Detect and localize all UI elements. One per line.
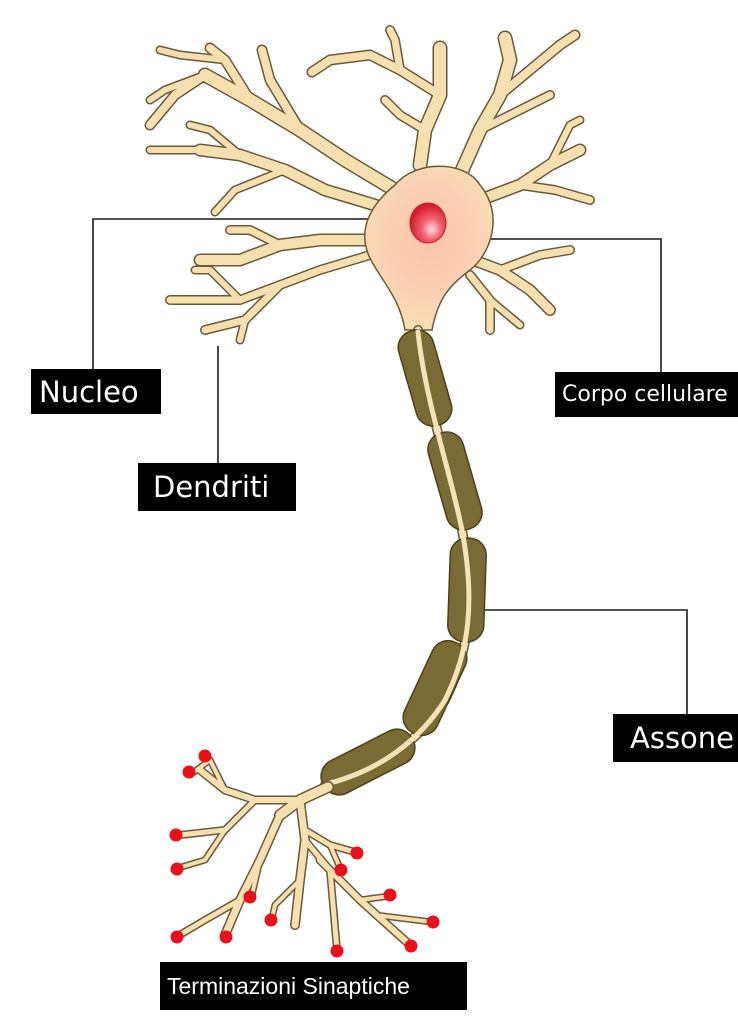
terminal-bulb xyxy=(219,930,233,944)
synaptic-bulbs xyxy=(169,749,440,958)
label-terminazioni-sinaptiche: Terminazioni Sinaptiche xyxy=(160,962,467,1010)
terminal-bulb xyxy=(426,915,440,929)
label-nucleo: Nucleo xyxy=(31,369,161,414)
label-assone: Assone xyxy=(613,714,738,762)
terminal-bulb xyxy=(170,930,184,944)
terminal-bulb xyxy=(383,888,397,902)
corpo-leader xyxy=(463,238,662,375)
terminal-bulb xyxy=(334,863,348,877)
cell-body xyxy=(363,165,494,331)
terminal-bulb xyxy=(198,749,212,763)
myelin-sheath xyxy=(320,329,487,796)
myelin-segment xyxy=(402,639,468,737)
label-corpo-cellulare: Corpo cellulare xyxy=(555,372,738,417)
terminal-bulb xyxy=(170,862,184,876)
terminal-bulb xyxy=(182,765,196,779)
terminal-bulb xyxy=(264,913,278,927)
axon-terminals xyxy=(174,751,436,954)
myelin-segment xyxy=(427,431,483,531)
assone-leader xyxy=(478,609,688,718)
terminal-bulb xyxy=(350,846,364,860)
leader-lines xyxy=(92,218,688,718)
nucleus xyxy=(409,202,447,244)
dendrites xyxy=(144,25,595,345)
nucleo-leader xyxy=(92,218,425,375)
terminal-bulb xyxy=(404,939,418,953)
terminal-bulb xyxy=(330,944,344,958)
terminal-bulb xyxy=(243,890,257,904)
label-dendriti: Dendriti xyxy=(138,463,296,511)
axon-highlight xyxy=(327,329,472,786)
terminal-bulb xyxy=(169,828,183,842)
